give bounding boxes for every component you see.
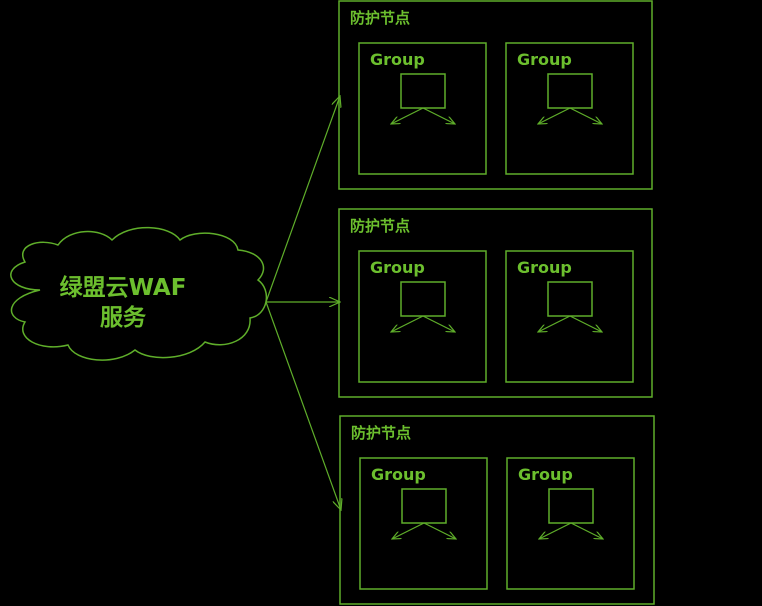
group-label: Group [370, 50, 425, 69]
branch-arrow-right-icon [422, 315, 455, 332]
cloud-shape [10, 226, 268, 361]
branch-arrow-right-icon [569, 315, 602, 332]
arrow-to-node-3 [265, 301, 341, 510]
group-border [505, 42, 634, 175]
node-title: 防护节点 [351, 424, 411, 442]
server-icon [400, 73, 446, 109]
cloud-title: 绿盟云WAF [60, 274, 187, 301]
group-box: Group [358, 250, 487, 383]
group-border [505, 250, 634, 383]
branch-arrow-left-icon [392, 522, 425, 539]
group-border [358, 250, 487, 383]
branch-arrow-left-icon [391, 315, 424, 332]
group-label: Group [517, 258, 572, 277]
protection-node: 防护节点 Group Group [338, 208, 653, 398]
node-title: 防护节点 [350, 9, 410, 27]
cloud-subtitle: 服务 [100, 305, 147, 331]
group-box: Group [505, 42, 634, 175]
node-border [338, 0, 653, 190]
branch-arrow-right-icon [569, 107, 602, 124]
node-border [339, 415, 655, 605]
branch-arrow-right-icon [570, 522, 603, 539]
group-border [359, 457, 488, 590]
group-box: Group [505, 250, 634, 383]
server-icon [547, 73, 593, 109]
group-border [506, 457, 635, 590]
connectors [265, 96, 341, 510]
branch-arrow-right-icon [423, 522, 456, 539]
group-border [358, 42, 487, 175]
server-icon [400, 281, 446, 317]
server-icon [547, 281, 593, 317]
branch-arrow-left-icon [391, 107, 424, 124]
server-icon [548, 488, 594, 524]
node-title: 防护节点 [350, 217, 410, 235]
protection-node: 防护节点 Group Group [339, 415, 655, 605]
group-label: Group [518, 465, 573, 484]
branch-arrow-right-icon [422, 107, 455, 124]
group-label: Group [517, 50, 572, 69]
branch-arrow-left-icon [538, 315, 571, 332]
group-label: Group [370, 258, 425, 277]
group-box: Group [359, 457, 488, 590]
waf-cloud: 绿盟云WAF 服务 [10, 226, 268, 361]
protection-node: 防护节点 Group Group [338, 0, 653, 190]
server-icon [401, 488, 447, 524]
arrow-to-node-1 [265, 96, 340, 303]
branch-arrow-left-icon [539, 522, 572, 539]
group-box: Group [358, 42, 487, 175]
group-box: Group [506, 457, 635, 590]
branch-arrow-left-icon [538, 107, 571, 124]
group-label: Group [371, 465, 426, 484]
node-border [338, 208, 653, 398]
